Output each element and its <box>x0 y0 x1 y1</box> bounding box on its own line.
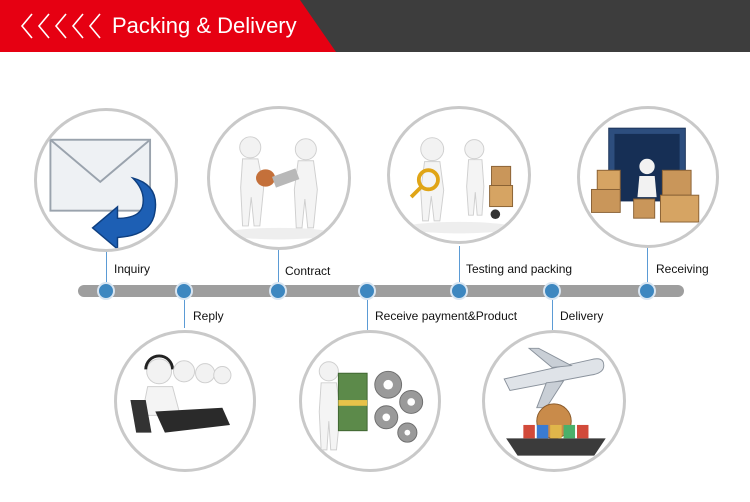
timeline-node-contract <box>269 282 287 300</box>
stem-reply <box>184 296 185 328</box>
stem-payment <box>367 296 368 330</box>
timeline-node-reply <box>175 282 193 300</box>
step-label-reply: Reply <box>193 309 224 323</box>
timeline-node-testing <box>450 282 468 300</box>
envelope-reply-icon <box>49 138 157 249</box>
reply-illustration <box>114 330 256 472</box>
magnifier-handtruck-icon <box>405 137 514 234</box>
timeline-node-inquiry <box>97 282 115 300</box>
step-label-inquiry: Inquiry <box>114 262 151 276</box>
handshake-contract-icon <box>225 136 333 240</box>
stem-receiving <box>647 246 648 286</box>
step-label-payment: Receive payment&Product <box>375 309 518 323</box>
container-boxes-icon <box>591 127 700 223</box>
timeline-node-payment <box>358 282 376 300</box>
step-label-delivery: Delivery <box>560 309 604 323</box>
money-gears-icon <box>318 361 424 451</box>
inquiry-illustration <box>34 108 178 252</box>
chevrons-left-icon <box>20 13 101 39</box>
delivery-illustration <box>482 330 626 472</box>
payment-product-illustration <box>299 330 441 472</box>
contract-illustration <box>207 106 351 250</box>
call-center-icon <box>130 354 232 433</box>
step-label-receiving: Receiving <box>656 262 709 276</box>
receiving-illustration <box>577 106 719 248</box>
testing-packing-illustration <box>387 106 531 244</box>
timeline-node-delivery <box>543 282 561 300</box>
step-label-contract: Contract <box>285 264 331 278</box>
timeline-node-receiving <box>638 282 656 300</box>
step-label-testing: Testing and packing <box>466 262 573 276</box>
stem-delivery <box>552 296 553 330</box>
stem-contract <box>278 248 279 286</box>
airplane-ship-icon <box>503 347 606 456</box>
stem-inquiry <box>106 248 107 286</box>
timeline-bar <box>78 285 684 297</box>
page-title: Packing & Delivery <box>112 13 297 38</box>
stem-testing <box>459 246 460 286</box>
